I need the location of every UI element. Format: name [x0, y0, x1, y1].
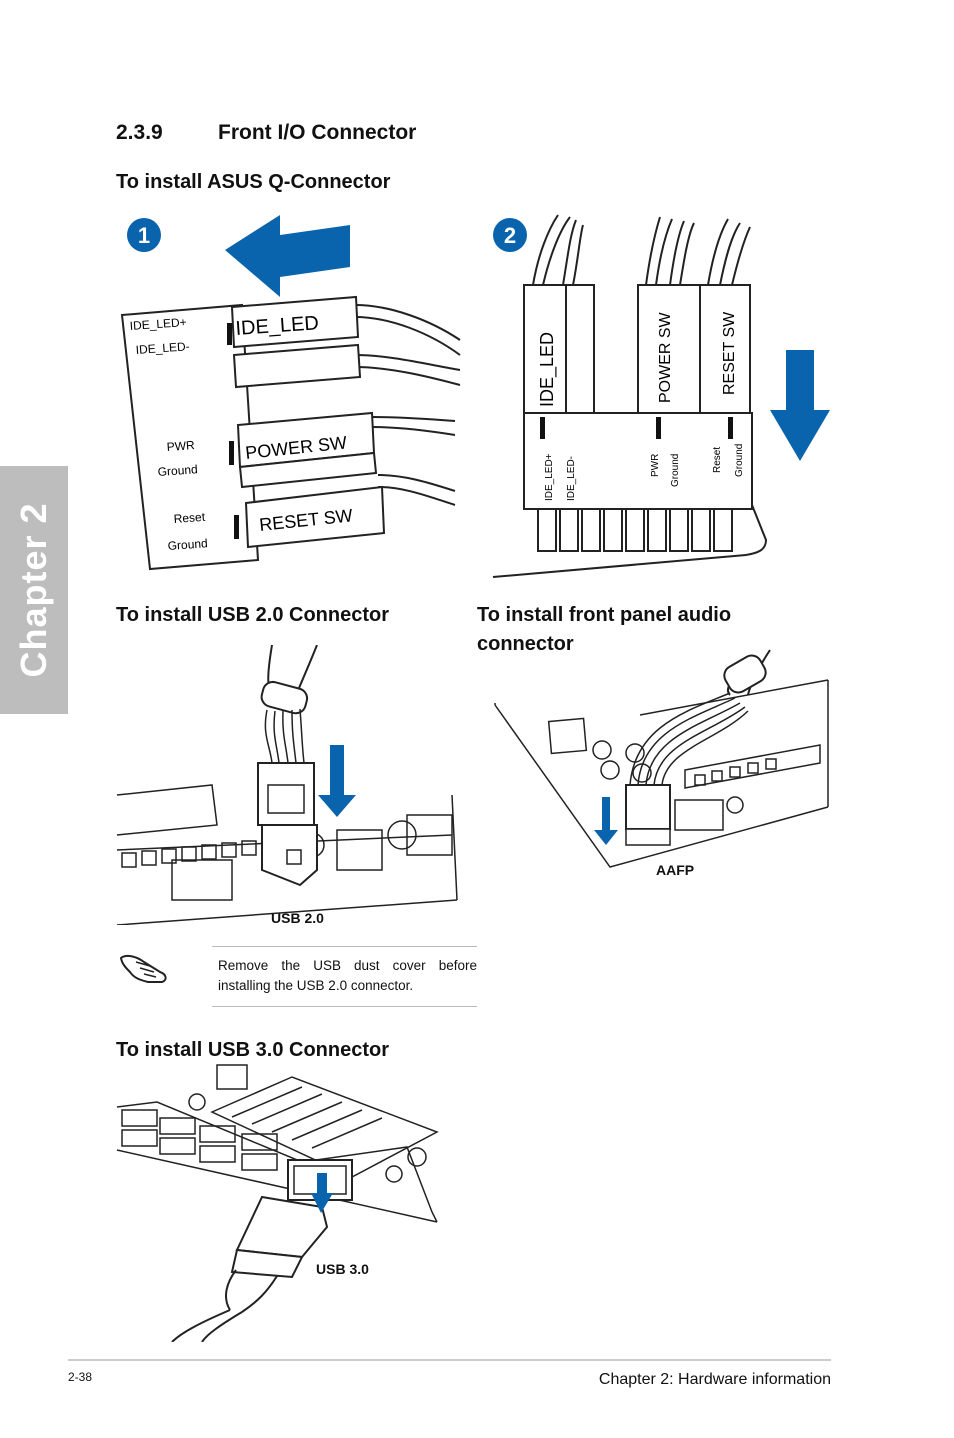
pin-left-ground-1: Ground [157, 462, 198, 479]
footer-chapter: Chapter 2: Hardware information [598, 1371, 831, 1388]
audio-heading-line2: connector [477, 633, 574, 655]
plug-ide-led: IDE_LED [537, 332, 558, 407]
note-text: Remove the USB dust cover before install… [218, 958, 477, 993]
arrow-left-icon [225, 215, 350, 297]
note-divider-bottom [212, 1006, 477, 1007]
audio-illustration [494, 649, 829, 868]
audio-arrow-down-icon [594, 797, 618, 845]
pin-right-reset: Reset [712, 447, 723, 473]
step2-badge: 2 [504, 223, 516, 248]
section-title: Front I/O Connector [218, 121, 417, 144]
page-number: 2-38 [68, 1370, 93, 1384]
chapter-tab: Chapter 2 [0, 466, 68, 714]
pin-left-reset: Reset [173, 510, 206, 526]
step1-badge: 1 [138, 223, 150, 248]
section-number: 2.3.9 [116, 121, 163, 144]
pin-left-ide-led-plus: IDE_LED+ [129, 315, 187, 333]
plug-reset-sw: RESET SW [721, 311, 738, 395]
arrow-down-icon [770, 350, 830, 461]
pin-left-ground-2: Ground [167, 536, 208, 553]
usb3-illustration [116, 1064, 439, 1342]
qconnector-step1-illustration: 1 IDE_LED+ IDE_LED- PWR Ground Reset Gro… [120, 215, 461, 571]
audio-heading-line1: To install front panel audio [477, 604, 732, 626]
qconnector-heading: To install ASUS Q-Connector [116, 171, 391, 193]
audio-label: AAFP [656, 862, 695, 878]
pin-left-pwr: PWR [166, 438, 195, 454]
pin-right-ground-2: Ground [734, 444, 745, 477]
usb3-label: USB 3.0 [316, 1261, 369, 1277]
usb2-heading: To install USB 2.0 Connector [116, 604, 389, 626]
usb2-arrow-down-icon [318, 745, 356, 817]
pin-right-ide-led-plus: IDE_LED+ [544, 453, 555, 501]
usb2-label: USB 2.0 [271, 910, 324, 926]
pin-right-ide-led-minus: IDE_LED- [566, 456, 577, 501]
plug-power-sw: POWER SW [657, 311, 674, 403]
pin-right-ground-1: Ground [670, 454, 681, 487]
note-divider-top [212, 946, 477, 947]
pin-right-pwr: PWR [650, 454, 661, 477]
usb3-heading: To install USB 3.0 Connector [116, 1039, 389, 1061]
qconnector-step2-illustration: 2 IDE_LED POWER SW RESET SW IDE_LED+ IDE… [492, 214, 830, 578]
pin-left-ide-led-minus: IDE_LED- [135, 339, 190, 357]
hand-note-icon [119, 954, 167, 983]
step1-badge-circle [127, 218, 161, 252]
usb2-illustration [116, 645, 458, 925]
step2-badge-circle [493, 218, 527, 252]
chapter-tab-label: Chapter 2 [13, 502, 54, 678]
usb3-arrow-up-icon [311, 1173, 333, 1213]
footer-divider [68, 1359, 831, 1361]
